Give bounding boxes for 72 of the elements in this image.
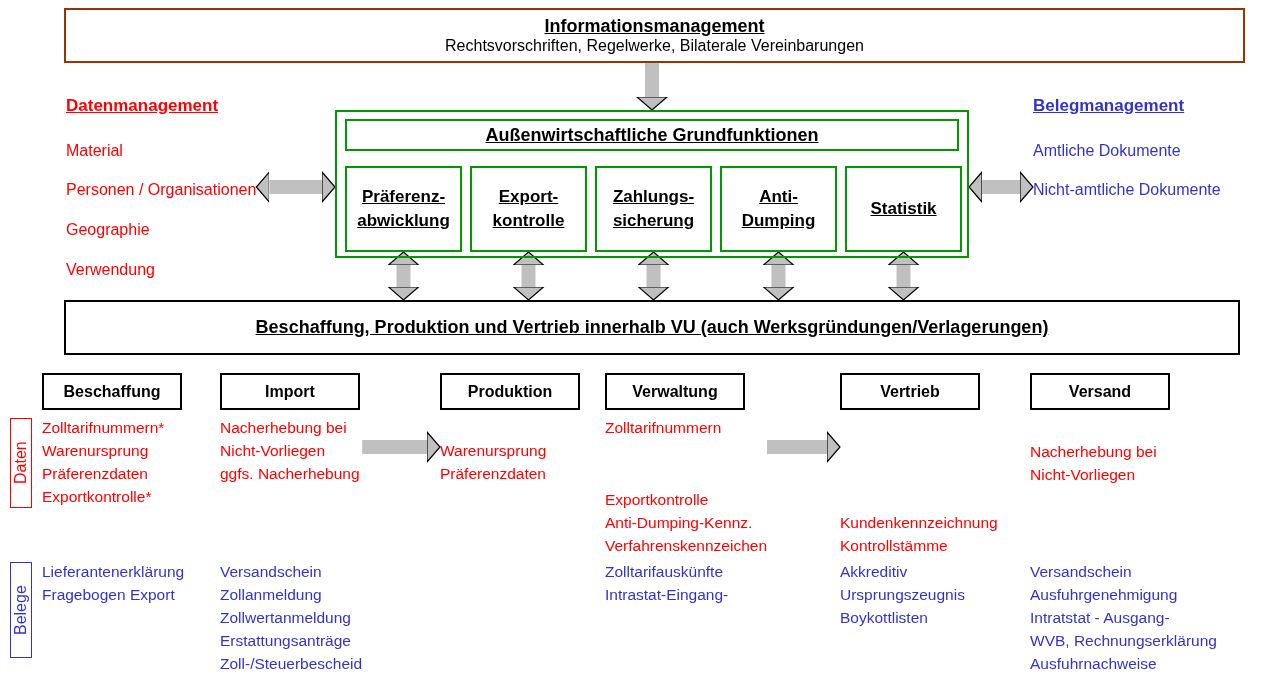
section-heading: Belegmanagement (1033, 96, 1185, 116)
list-item: Warenursprung (42, 441, 149, 461)
function-tile: Statistik (845, 166, 962, 252)
double-arrow (387, 251, 420, 301)
list-item: Personen / Organisationen (66, 180, 257, 200)
list-item: Anti-Dumping-Kennz. (605, 513, 753, 533)
list-item: Lieferantenerklärung (42, 562, 185, 582)
list-item: Kontrollstämme (840, 536, 948, 556)
panel-title: Beschaffung, Produktion und Vertrieb innerhalb VU (auch Werksgründungen/Verlagerungen) (255, 317, 1049, 338)
list-item: Amtliche Dokumente (1033, 141, 1181, 161)
list-item: Nacherhebung bei (220, 418, 347, 438)
list-item: Geographie (66, 220, 150, 240)
column-heading: Produktion (440, 373, 580, 410)
list-item: WVB, Rechnungserklärung (1030, 631, 1217, 651)
column-heading: Beschaffung (42, 373, 182, 410)
list-item: Nacherhebung bei (1030, 442, 1157, 462)
double-arrow (762, 251, 795, 301)
column-heading: Verwaltung (605, 373, 745, 410)
list-item: ggfs. Nacherhebung (220, 464, 360, 484)
double-arrow (968, 171, 1034, 203)
list-item: Exportkontrolle* (42, 487, 152, 507)
list-item: Versandschein (1030, 562, 1132, 582)
list-item: Material (66, 141, 123, 161)
column-heading: Vertrieb (840, 373, 980, 410)
function-tile: Export- kontrolle (470, 166, 587, 252)
list-item: Zollanmeldung (220, 585, 322, 605)
process-band (64, 300, 1240, 355)
column-heading: Versand (1030, 373, 1170, 410)
list-item: Exportkontrolle (605, 490, 709, 510)
function-tile: Zahlungs- sicherung (595, 166, 712, 252)
list-item: Boykottlisten (840, 608, 928, 628)
group-frame (335, 110, 969, 258)
list-item: Kundenkennzeichnung (840, 513, 998, 533)
list-item: Intratstat - Ausgang- (1030, 608, 1170, 628)
column-heading: Import (220, 373, 360, 410)
block-arrow (362, 431, 441, 463)
section-heading: Außenwirtschaftliche Grundfunktionen (345, 119, 959, 151)
list-item: Nicht-Vorliegen (220, 441, 326, 461)
row-heading: Belege (10, 562, 32, 658)
double-arrow (255, 171, 336, 203)
double-arrow (887, 251, 920, 301)
list-item: Verfahrenskennzeichen (605, 536, 767, 556)
list-item: Ausfuhrgenehmigung (1030, 585, 1178, 605)
list-item: Verwendung (66, 260, 155, 280)
row-heading: Daten (10, 418, 32, 508)
list-item: Fragebogen Export (42, 585, 175, 605)
list-item: Akkreditiv (840, 562, 908, 582)
section-heading: Datenmanagement (66, 96, 219, 116)
function-tile: Anti- Dumping (720, 166, 837, 252)
list-item: Erstattungsanträge (220, 631, 351, 651)
panel-subtitle: Rechtsvorschriften, Regelwerke, Bilaterale Vereinbarungen (445, 37, 864, 55)
header-panel (64, 8, 1245, 63)
list-item: Zolltarifnummern* (42, 418, 165, 438)
list-item: Präferenzdaten (440, 464, 546, 484)
list-item: Intrastat-Eingang- (605, 585, 729, 605)
list-item: Nicht-Vorliegen (1030, 465, 1136, 485)
list-item: Zolltarifnummern (605, 418, 722, 438)
list-item: Zolltarifauskünfte (605, 562, 724, 582)
function-tile: Präferenz- abwicklung (345, 166, 462, 252)
panel-title: Informationsmanagement (544, 16, 765, 37)
double-arrow (512, 251, 545, 301)
block-arrow (767, 431, 841, 463)
block-arrow (636, 63, 668, 111)
list-item: Zollwertanmeldung (220, 608, 351, 628)
list-item: Versandschein (220, 562, 322, 582)
double-arrow (637, 251, 670, 301)
list-item: Zoll-/Steuerbescheid (220, 654, 363, 674)
list-item: Präferenzdaten (42, 464, 148, 484)
list-item: Ausfuhrnachweise (1030, 654, 1157, 674)
list-item: Nicht-amtliche Dokumente (1033, 180, 1221, 200)
list-item: Ursprungszeugnis (840, 585, 965, 605)
list-item: Warenursprung (440, 441, 547, 461)
